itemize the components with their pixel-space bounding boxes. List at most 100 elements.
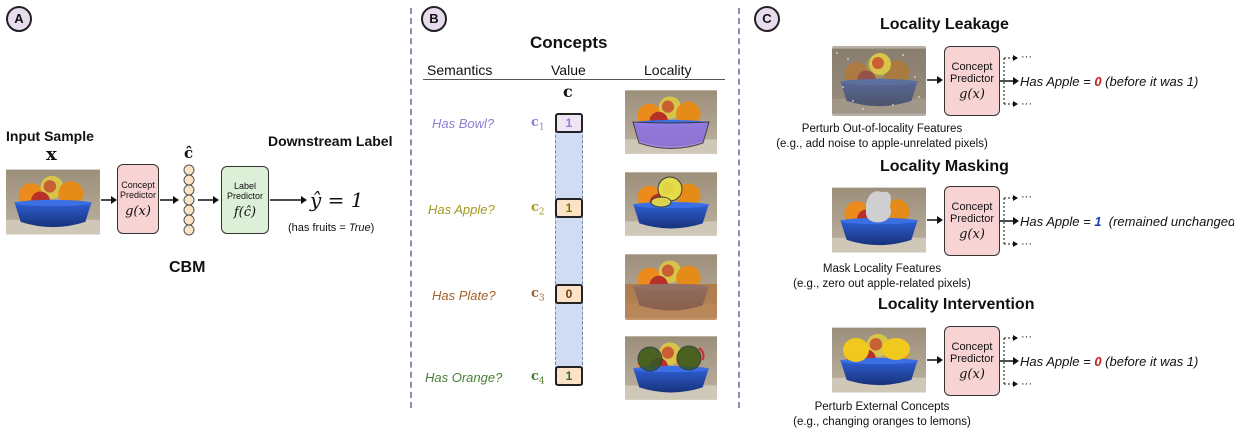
predictor-intervention-formula: g(x) [959,367,985,382]
c4-symbol: c [531,369,539,384]
predictor-leakage-line1: Concept [951,61,993,73]
ellipsis-masking-top: ··· [1021,191,1032,203]
c3-sub: 3 [538,293,545,304]
arrow-chat-to-label-predictor [198,196,219,204]
concept-predictor-formula: g(x) [125,204,151,219]
header-underline [423,79,725,80]
arrow-to-output [270,196,307,204]
ellipsis-leakage-top: ··· [1021,51,1032,63]
predictor-masking-formula: g(x) [959,227,985,242]
intervention-caption-1: Perturb External Concepts [814,401,950,413]
result-leakage: Has Apple = 0 (before it was 1) [1020,74,1198,89]
cbm-label: CBM [169,259,206,276]
locality-leakage-title: Locality Leakage [880,16,1009,33]
locality-plate-image [625,254,717,320]
arrow-leakage-1 [927,76,943,84]
ellipsis-masking-bottom: ··· [1021,238,1032,250]
c-hat-symbol: ĉ [184,144,194,162]
predictor-intervention-line2: Predictor [949,353,995,365]
concept-symbol-c3: c3 [531,286,545,304]
result-intervention-value: 0 [1094,354,1102,369]
result-masking-suffix: (remained unchanged) [1101,214,1234,229]
predictor-masking-line2: Predictor [949,213,995,225]
intervention-caption: Perturb External Concepts (e.g., changin… [762,400,1002,430]
c3-symbol: c [531,286,539,301]
result-masking: Has Apple = 1 (remained unchanged) [1020,214,1234,229]
locality-apple-image [625,172,717,236]
ellipsis-intervention-top: ··· [1021,331,1032,343]
ellipsis-leakage-bottom: ··· [1021,98,1032,110]
arrow-input-to-predictor [101,196,117,204]
concept-predictor-leakage: Concept Predictor g(x) [944,46,1000,116]
result-leakage-prefix: Has Apple = [1020,74,1095,89]
concept-symbol-c1: c1 [531,115,545,133]
output-note: (has fruits = True) [288,222,374,234]
c2-sub: 2 [538,207,545,218]
masking-caption-1: Mask Locality Features [822,263,942,275]
concept-has-apple: Has Apple? [428,202,495,217]
value-c4: 1 [555,366,583,386]
predictor-masking-line1: Concept [951,201,993,213]
predictor-leakage-line2: Predictor [949,73,995,85]
locality-orange-image [625,336,717,400]
leakage-caption-2: (e.g., add noise to apple-unrelated pixe… [776,138,988,150]
result-leakage-suffix: (before it was 1) [1101,74,1199,89]
branch-leakage [1000,55,1019,107]
masking-caption-2: (e.g., zero out apple-related pixels) [793,278,971,290]
col-locality: Locality [644,62,692,78]
label-predictor-label-1: Label [233,181,257,191]
concept-predictor-masking: Concept Predictor g(x) [944,186,1000,256]
result-masking-prefix: Has Apple = [1020,214,1095,229]
leakage-caption: Perturb Out-of-locality Features (e.g., … [762,122,1002,152]
result-intervention: Has Apple = 0 (before it was 1) [1020,354,1198,369]
divider-a-b [410,8,412,408]
output-note-prefix: (has fruits = [288,222,349,234]
result-masking-value: 1 [1094,214,1102,229]
result-leakage-value: 0 [1094,74,1102,89]
panel-b-badge: B [421,6,447,32]
leakage-caption-1: Perturb Out-of-locality Features [801,123,963,135]
output-prediction: ŷ = 1 [310,188,364,212]
c1-symbol: c [531,115,539,130]
c4-sub: 4 [538,376,545,387]
arrow-intervention-1 [927,356,943,364]
arrow-masking-1 [927,216,943,224]
value-c2: 1 [555,198,583,218]
concept-has-bowl: Has Bowl? [432,116,495,131]
value-c3: 0 [555,284,583,304]
col-value: Value [551,62,586,78]
concept-predictor-box-a: Concept Predictor g(x) [117,164,159,234]
intervention-caption-2: (e.g., changing oranges to lemons) [793,416,971,428]
output-note-value: True [348,222,371,234]
concept-symbol-c2: c2 [531,200,545,218]
c1-sub: 1 [538,122,545,133]
vector-c-symbol: c [563,82,573,101]
concept-predictor-label-1: Concept [121,180,155,190]
concept-vector-a [183,164,195,236]
concept-predictor-intervention: Concept Predictor g(x) [944,326,1000,396]
ellipsis-intervention-bottom: ··· [1021,378,1032,390]
c2-symbol: c [531,200,539,215]
result-intervention-suffix: (before it was 1) [1101,354,1199,369]
output-note-suffix: ) [370,222,375,234]
panel-a-badge: A [6,6,32,32]
concept-has-orange: Has Orange? [425,370,503,385]
concepts-title: Concepts [530,33,608,52]
intervention-image [832,327,926,393]
locality-bowl-image [625,90,717,154]
input-symbol: x [46,144,57,165]
branch-masking [1000,195,1019,247]
label-predictor-label-2: Predictor [226,191,263,201]
downstream-label-title: Downstream Label [268,133,393,149]
leakage-image [832,46,926,116]
divider-b-c [738,8,740,408]
panel-c-badge: C [754,6,780,32]
input-sample-title: Input Sample [6,128,94,144]
predictor-intervention-line1: Concept [951,341,993,353]
input-sample-image [6,169,100,235]
locality-masking-title: Locality Masking [880,158,1009,175]
result-intervention-prefix: Has Apple = [1020,354,1095,369]
label-predictor-formula: f(ĉ) [233,205,257,220]
masking-image [832,187,926,253]
concept-has-plate: Has Plate? [432,288,496,303]
